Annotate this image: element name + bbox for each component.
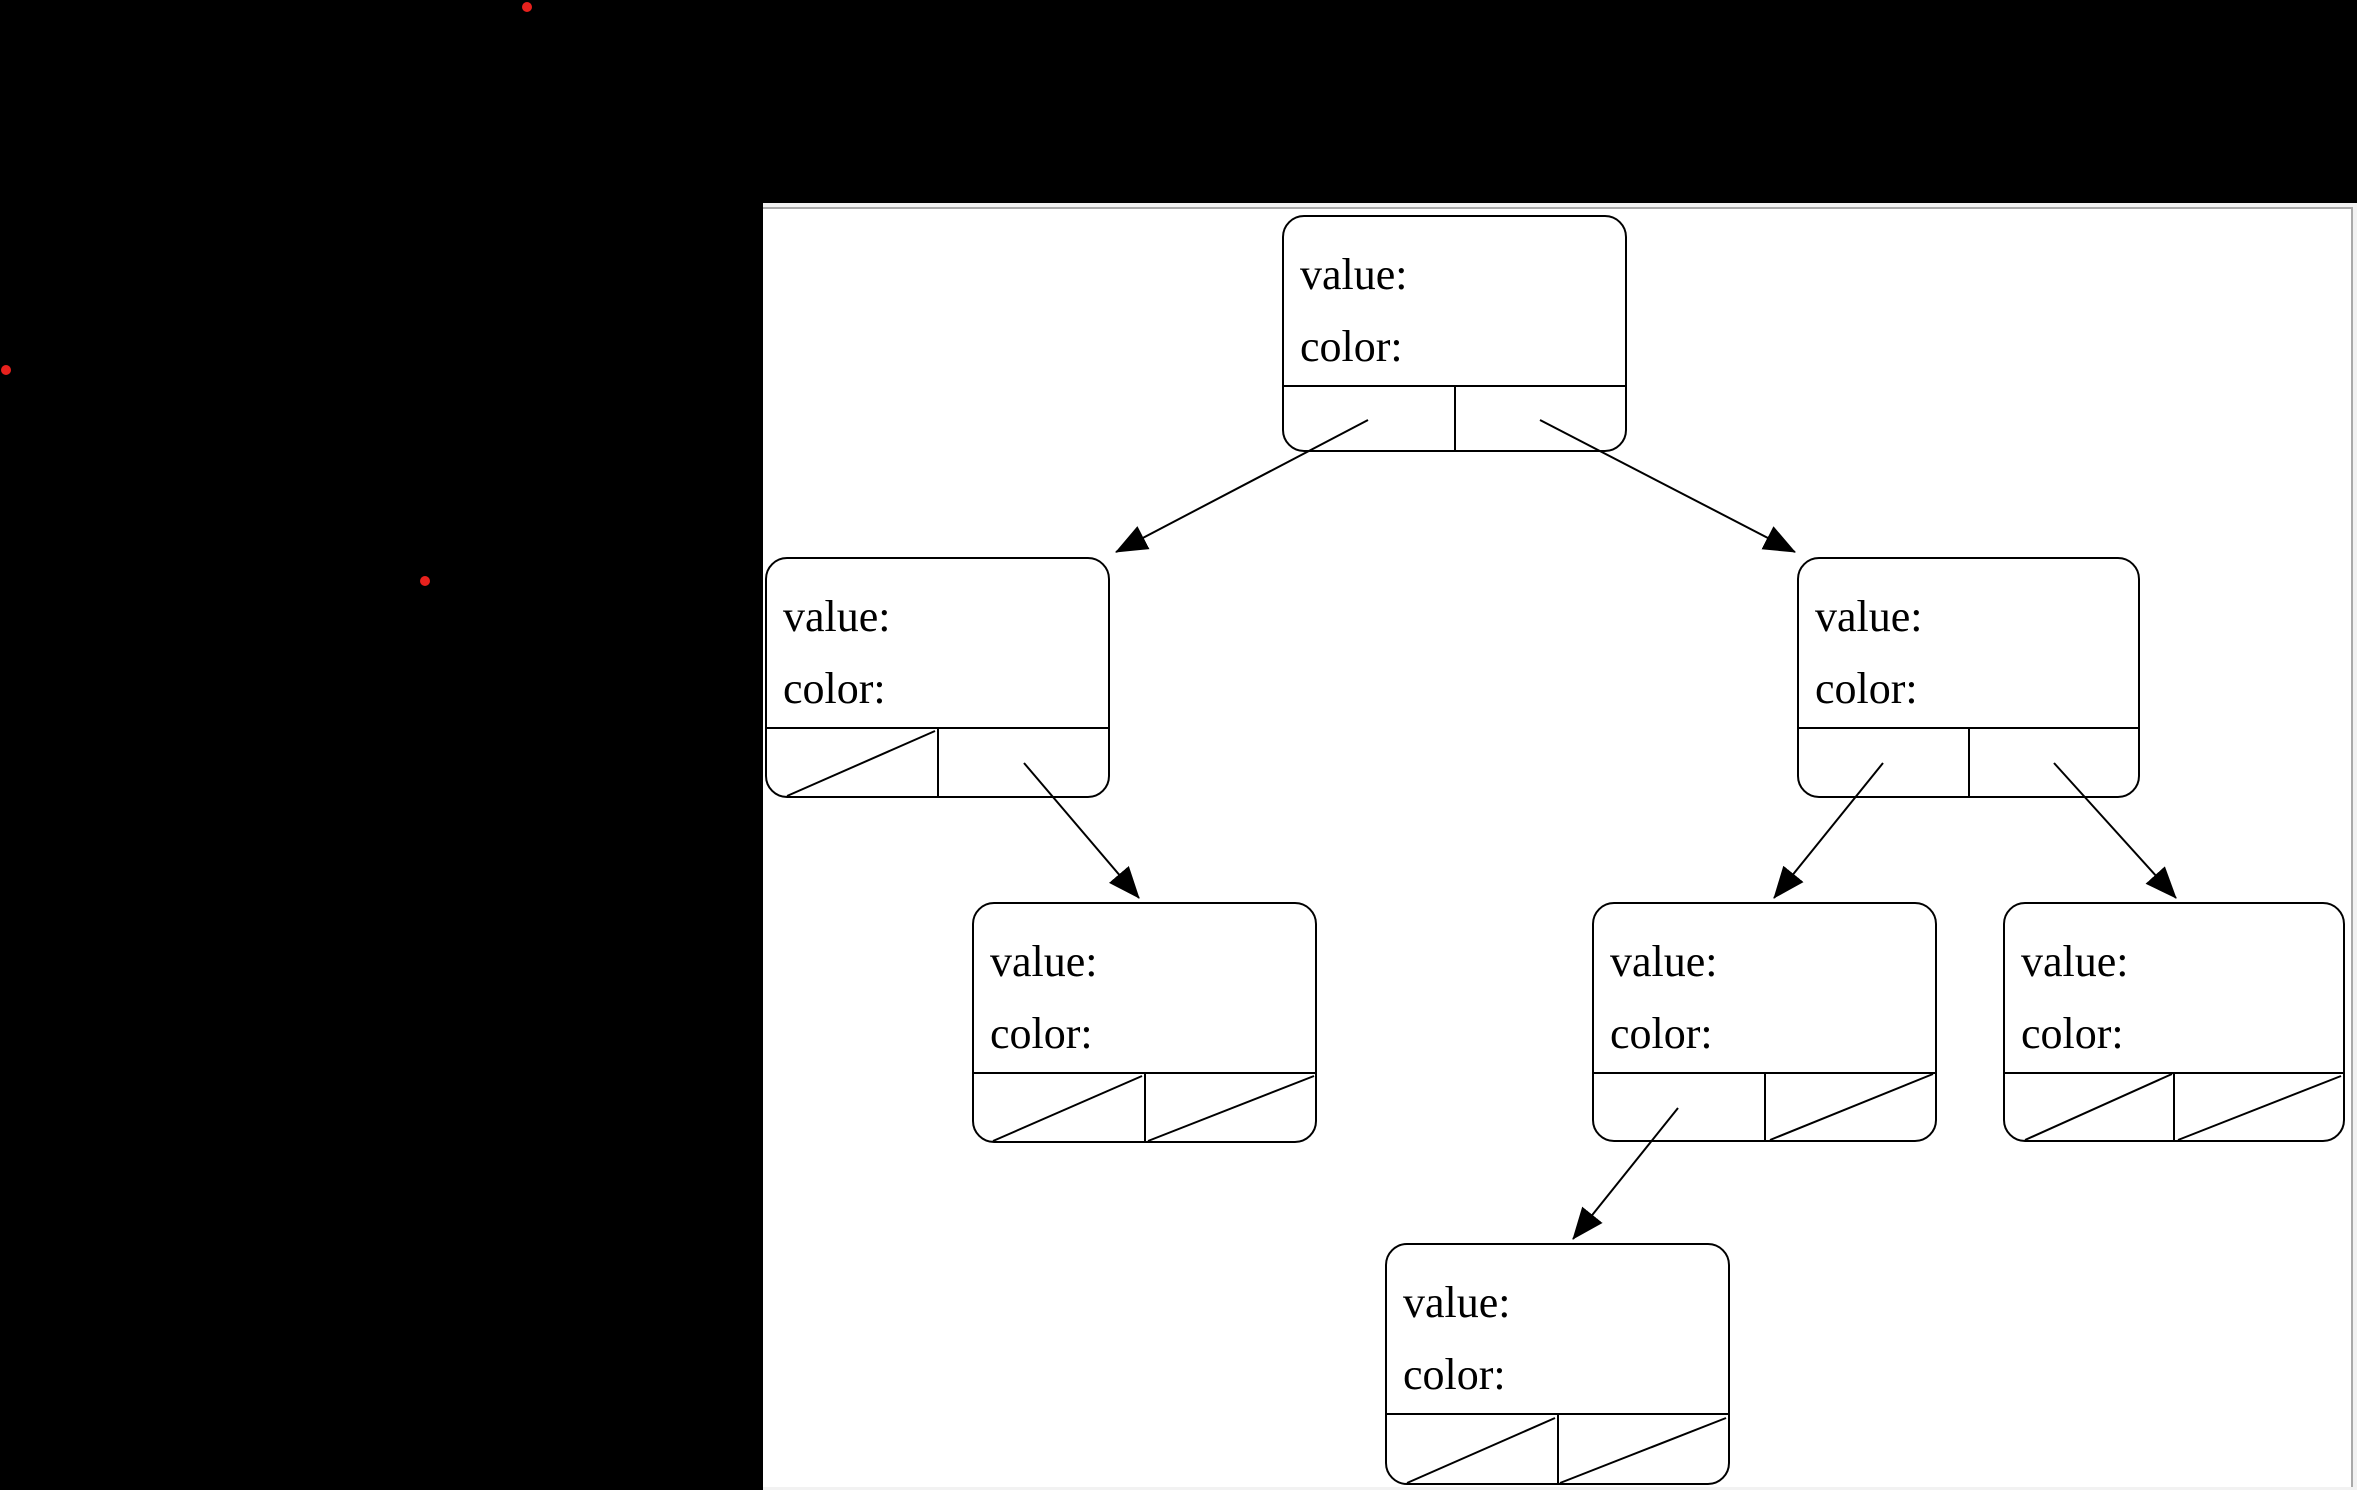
node-color-label: color: [1610, 1009, 1713, 1058]
node-labels: value: color: [974, 904, 1315, 1070]
right-pointer-cell-child [1456, 387, 1626, 450]
right-pointer-cell-null [1146, 1074, 1316, 1141]
pointer-row [2005, 1072, 2343, 1140]
pointer-row [1387, 1413, 1728, 1483]
node-color-label: color: [1403, 1350, 1506, 1399]
node-value-label: value: [990, 937, 1098, 986]
left-pointer-cell-child [1799, 729, 1970, 796]
pointer-row [1284, 385, 1625, 450]
node-labels: value: color: [2005, 904, 2343, 1070]
left-pointer-cell-child [1594, 1074, 1766, 1140]
pointer-row [1594, 1072, 1935, 1140]
node-labels: value: color: [1284, 217, 1625, 383]
tree-node-root-left: value: color: [765, 557, 1110, 798]
pointer-row [974, 1072, 1315, 1141]
right-pointer-cell-null [2175, 1074, 2343, 1140]
tree-node-root: value: color: [1282, 215, 1627, 452]
node-value-label: value: [2021, 937, 2129, 986]
pointer-row [1799, 727, 2138, 796]
left-pointer-cell-null [974, 1074, 1146, 1141]
right-pointer-cell-child [939, 729, 1109, 796]
left-pointer-cell-null [767, 729, 939, 796]
node-color-label: color: [1300, 322, 1403, 371]
left-pointer-cell-child [1284, 387, 1456, 450]
node-color-label: color: [990, 1009, 1093, 1058]
right-pointer-cell-null [1766, 1074, 1936, 1140]
right-pointer-cell-null [1559, 1415, 1729, 1483]
node-labels: value: color: [767, 559, 1108, 725]
right-pointer-cell-child [1970, 729, 2139, 796]
node-labels: value: color: [1387, 1245, 1728, 1411]
tree-node-root-left-right: value: color: [972, 902, 1317, 1143]
tree-node-root-right-left: value: color: [1592, 902, 1937, 1142]
node-labels: value: color: [1594, 904, 1935, 1070]
node-value-label: value: [1610, 937, 1718, 986]
left-pointer-cell-null [1387, 1415, 1559, 1483]
pointer-row [767, 727, 1108, 796]
node-value-label: value: [1300, 250, 1408, 299]
node-labels: value: color: [1799, 559, 2138, 725]
node-color-label: color: [2021, 1009, 2124, 1058]
node-color-label: color: [1815, 664, 1918, 713]
node-value-label: value: [1815, 592, 1923, 641]
node-value-label: value: [1403, 1278, 1511, 1327]
tree-node-root-right-left-left: value: color: [1385, 1243, 1730, 1485]
left-pointer-cell-null [2005, 1074, 2175, 1140]
tree-node-root-right: value: color: [1797, 557, 2140, 798]
node-color-label: color: [783, 664, 886, 713]
tree-node-root-right-right: value: color: [2003, 902, 2345, 1142]
node-value-label: value: [783, 592, 891, 641]
